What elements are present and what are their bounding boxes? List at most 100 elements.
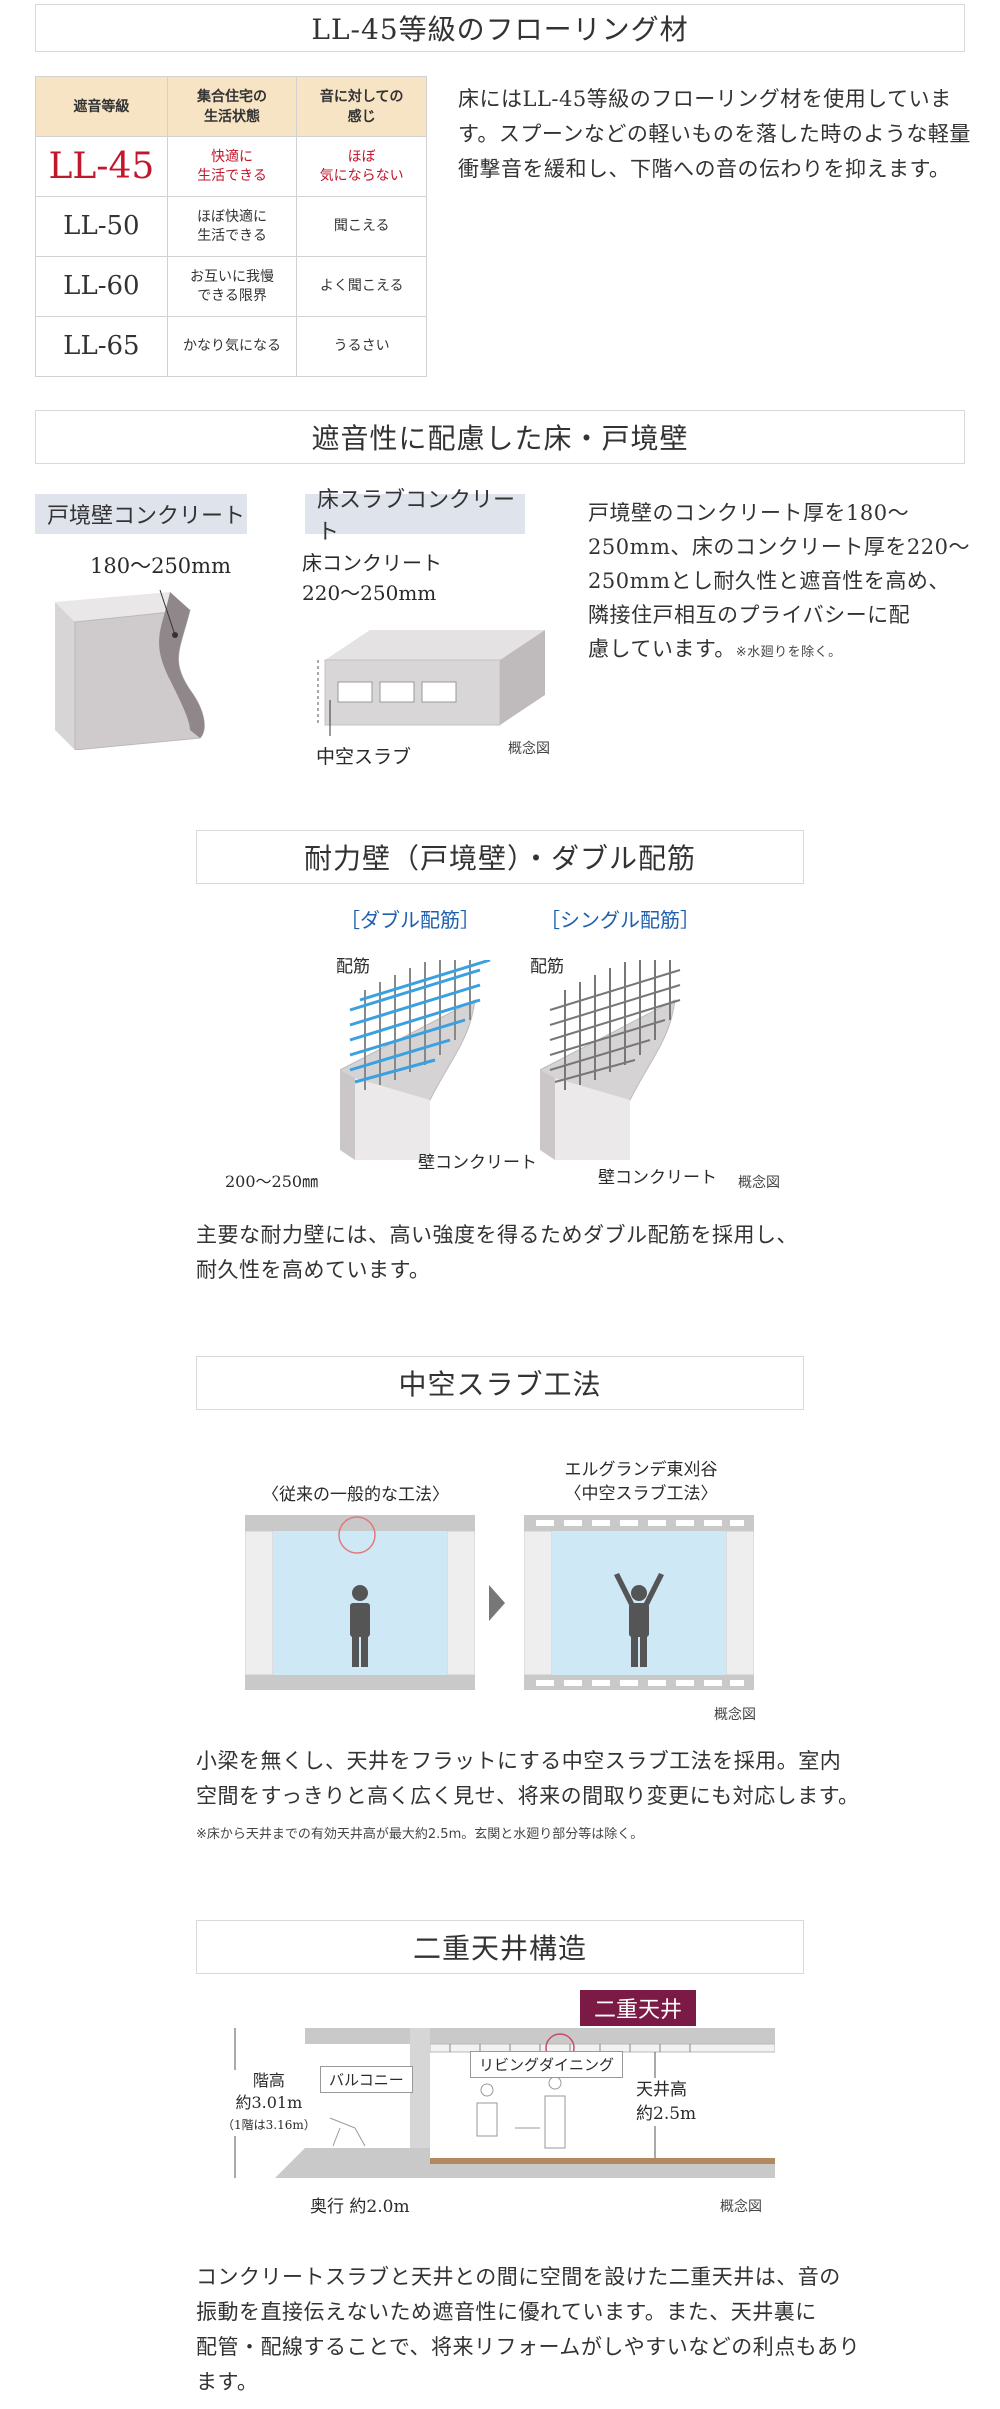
sound-grade-table: 遮音等級 集合住宅の 生活状態 音に対しての 感じ LL-45 快適に 生活でき… bbox=[35, 76, 427, 377]
caption-line: エルグランデ東刈谷 bbox=[564, 1460, 718, 1480]
wall-top-face bbox=[55, 592, 190, 622]
wall-side-face bbox=[540, 1070, 555, 1160]
hollow-slab-footnote: ※床から天井までの有効天井高が最大約2.5m。玄関と水廻り部分等は除く。 bbox=[196, 1827, 644, 1842]
conventional-method-caption: 〈従来の一般的な工法〉 bbox=[262, 1485, 449, 1505]
table-row: LL-45 快適に 生活できる ほぼ 気にならない bbox=[35, 136, 427, 197]
flooring-layer bbox=[430, 2158, 775, 2164]
wall-concrete-label: 戸境壁コンクリート bbox=[35, 494, 247, 534]
floor-height-label: 階高 約3.01m （1階は3.16m） bbox=[222, 2070, 316, 2136]
hollow-cells-bottom bbox=[536, 1680, 744, 1686]
table-cell: かなり気になる bbox=[166, 316, 298, 377]
left-wall bbox=[245, 1530, 274, 1676]
wall-concrete-label-double: 壁コンクリート bbox=[418, 1153, 537, 1173]
table-cell: 聞こえる bbox=[296, 196, 427, 257]
hollow-slab-description: 小梁を無くし、天井をフラットにする中空スラブ工法を採用。室内 空間をすっきりと高… bbox=[196, 1744, 986, 1814]
table-row: LL-50 ほぼ快適に 生活できる 聞こえる bbox=[35, 196, 427, 257]
wall-pointer-dot bbox=[172, 632, 178, 638]
hollow-method-caption: エルグランデ東刈谷 〈中空スラブ工法〉 bbox=[556, 1458, 726, 1506]
text-line: す。スプーンなどの軽いものを落した時のような軽量 bbox=[458, 122, 971, 146]
beam-highlight-circle bbox=[338, 1516, 376, 1554]
section-title-double-ceiling: 二重天井構造 bbox=[196, 1920, 804, 1974]
wall-diagram bbox=[55, 589, 205, 750]
ceiling-height-label: 天井高 約2.5m bbox=[636, 2078, 697, 2126]
table-cell: ほぼ 気にならない bbox=[296, 136, 427, 197]
double-ceiling-tag: 二重天井 bbox=[580, 1990, 696, 2026]
people-silhouettes bbox=[476, 2076, 566, 2149]
text-line: 耐久性を高めています。 bbox=[196, 1258, 431, 1282]
conventional-method-diagram bbox=[245, 1515, 475, 1690]
exterior-wall bbox=[410, 2028, 430, 2178]
person-arms-up-icon bbox=[614, 1573, 664, 1667]
arrow-right-icon bbox=[489, 1585, 505, 1621]
text-line: ます。 bbox=[196, 2370, 259, 2394]
caption-line: 〈中空スラブ工法〉 bbox=[564, 1484, 718, 1504]
wall-side-face bbox=[340, 1070, 355, 1160]
text-line: 振動を直接伝えないため遮音性に優れています。また、天井裏に bbox=[196, 2300, 817, 2324]
concept-diagram-note: 概念図 bbox=[508, 741, 550, 757]
hollow-cells-top bbox=[536, 1520, 744, 1526]
text-line: 小梁を無くし、天井をフラットにする中空スラブ工法を採用。室内 bbox=[196, 1749, 842, 1773]
concept-diagram-note: 概念図 bbox=[738, 1175, 780, 1191]
blue-rebar-grid bbox=[349, 960, 491, 1084]
ceiling-slab bbox=[524, 1515, 754, 1531]
concept-diagram-note: 概念図 bbox=[714, 1707, 756, 1723]
rebar-label-double: 配筋 bbox=[336, 957, 370, 977]
label-line: 約3.01m bbox=[235, 2093, 303, 2112]
slab-top-face bbox=[325, 630, 545, 660]
table-cell-grade: LL-45 bbox=[35, 136, 168, 197]
hollow-cell bbox=[379, 681, 415, 703]
balcony-chair-icon bbox=[329, 2117, 366, 2147]
table-header: 遮音等級 bbox=[35, 76, 168, 137]
slab-side-face bbox=[500, 630, 545, 725]
table-header-row: 遮音等級 集合住宅の 生活状態 音に対しての 感じ bbox=[35, 76, 427, 137]
text-line: 慮しています。 bbox=[588, 637, 736, 661]
hollow-method-diagram bbox=[524, 1515, 754, 1690]
wall-concrete-label-single: 壁コンクリート bbox=[598, 1168, 717, 1188]
double-rebar-diagram bbox=[340, 960, 491, 1160]
lower-slab bbox=[430, 2164, 775, 2178]
wall-pointer-line bbox=[159, 589, 176, 636]
slab-dimension-label: 床コンクリート 220〜250mm bbox=[302, 548, 442, 608]
label-line: 約2.5m bbox=[636, 2104, 697, 2124]
right-wall bbox=[725, 1530, 754, 1676]
label-line: 階高 bbox=[252, 2071, 285, 2090]
single-rebar-label: ［シングル配筋］ bbox=[540, 908, 700, 932]
slab-concrete-label: 床スラブコンクリート bbox=[305, 488, 525, 545]
table-cell: 快適に 生活できる bbox=[166, 136, 298, 197]
table-cell: うるさい bbox=[296, 316, 427, 377]
wall-cut-face bbox=[159, 592, 205, 738]
text-line: 衝撃音を緩和し、下階への音の伝わりを抑えます。 bbox=[458, 157, 951, 181]
ceiling-hangers bbox=[449, 2044, 691, 2052]
concept-diagram-note: 概念図 bbox=[720, 2199, 762, 2215]
right-wall bbox=[446, 1530, 475, 1676]
table-cell: よく聞こえる bbox=[296, 256, 427, 317]
wall-front-face bbox=[74, 609, 205, 750]
gray-rebar-grid bbox=[549, 960, 681, 1090]
sound-insulation-description: 戸境壁のコンクリート厚を180〜 250mm、床のコンクリート厚を220〜 25… bbox=[588, 496, 978, 670]
table-cell-grade: LL-50 bbox=[35, 196, 168, 257]
table-cell: ほぼ快適に 生活できる bbox=[166, 196, 298, 257]
bearing-wall-description: 主要な耐力壁には、高い強度を得るためダブル配筋を採用し、 耐久性を高めています。 bbox=[196, 1218, 956, 1288]
section-title-sound-insulation: 遮音性に配慮した床・戸境壁 bbox=[35, 410, 965, 464]
hollow-cell bbox=[337, 681, 373, 703]
table-header: 音に対しての 感じ bbox=[296, 76, 427, 137]
floor-slab bbox=[245, 1675, 475, 1690]
text-line: 250mmとし耐久性と遮音性を高め、 bbox=[588, 569, 950, 593]
slab-thickness-label: 220〜250mm bbox=[302, 581, 437, 605]
section-title-hollow-slab: 中空スラブ工法 bbox=[196, 1356, 804, 1410]
wall-bottom-face bbox=[355, 1078, 430, 1160]
text-line: 250mm、床のコンクリート厚を220〜 bbox=[588, 535, 970, 559]
label-line: 天井高 bbox=[636, 2080, 687, 2100]
table-cell-grade: LL-60 bbox=[35, 256, 168, 317]
text-line: 隣接住戸相互のプライバシーに配 bbox=[588, 603, 911, 627]
slab-sub-label: 床コンクリート bbox=[302, 551, 442, 575]
living-dining-label: リビングダイニング bbox=[470, 2051, 624, 2078]
text-line: 床にはLL-45等級のフローリング材を使用していま bbox=[458, 87, 952, 111]
wall-thickness-dimension: 200〜250㎜ bbox=[225, 1172, 319, 1191]
double-rebar-label: ［ダブル配筋］ bbox=[340, 908, 480, 932]
text-line: 主要な耐力壁には、高い強度を得るためダブル配筋を採用し、 bbox=[196, 1223, 798, 1247]
wall-bottom-face bbox=[555, 1078, 630, 1160]
wall-thickness-label: 180〜250mm bbox=[90, 554, 231, 578]
table-cell-grade: LL-65 bbox=[35, 316, 168, 377]
balcony-slab bbox=[275, 2148, 430, 2178]
